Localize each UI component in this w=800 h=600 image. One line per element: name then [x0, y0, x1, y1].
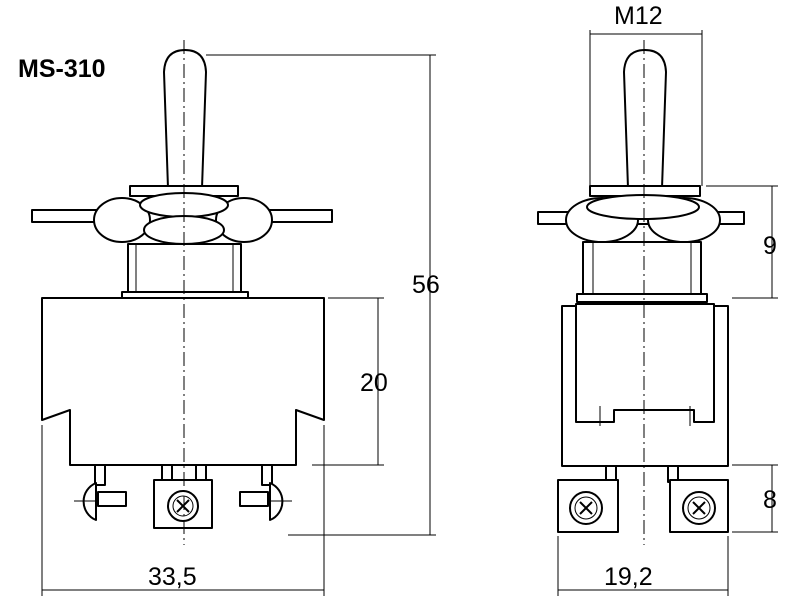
front-body: [41, 297, 325, 466]
front-dimensions: 56 20 33,5: [41, 54, 440, 596]
side-bushing-base: [576, 293, 708, 303]
dim-bushing-height: 9: [763, 232, 777, 260]
side-terminal-right: [667, 465, 729, 533]
side-bushing: [582, 241, 702, 297]
dim-terminal-height: 8: [763, 486, 777, 514]
side-lever: [623, 49, 667, 189]
side-nut-top: [586, 194, 700, 220]
front-lever: [163, 49, 207, 189]
front-nut-lobe-left: [93, 197, 151, 243]
side-body-inner: [575, 303, 715, 423]
dim-side-width: 19,2: [604, 563, 653, 591]
dim-total-height: 56: [412, 271, 440, 299]
dim-body-width: 33,5: [148, 563, 197, 591]
side-terminal-left: [557, 465, 619, 533]
front-terminal-center: [153, 464, 213, 529]
model-title: MS-310: [18, 55, 106, 83]
front-view: [31, 40, 333, 545]
side-dimensions: M12 9 8 19,2: [557, 2, 778, 596]
side-view: [537, 40, 745, 545]
front-nut-lobe-right: [215, 197, 273, 243]
front-terminal-right: [239, 464, 292, 521]
front-terminal-left: [74, 464, 127, 521]
dim-thread: M12: [614, 2, 663, 30]
dim-body-height: 20: [360, 369, 388, 397]
